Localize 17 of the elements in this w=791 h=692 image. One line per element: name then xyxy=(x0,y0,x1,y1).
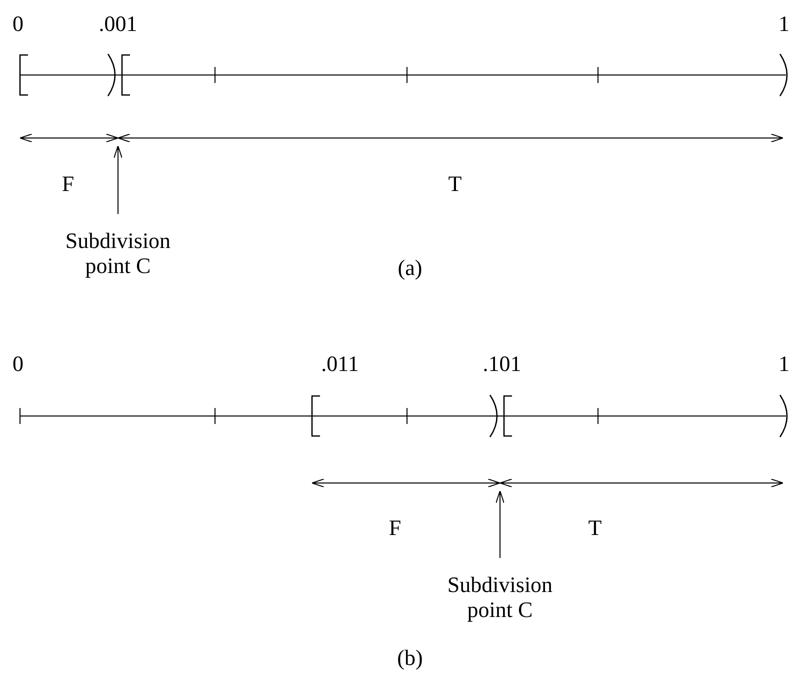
leader-line xyxy=(114,146,122,214)
tick-label: 1 xyxy=(778,352,790,376)
interval-label: T xyxy=(588,516,602,540)
tick-label: 0 xyxy=(12,352,24,376)
tick-label: .011 xyxy=(321,352,359,376)
interval-label: F xyxy=(388,516,402,540)
interval-label: F xyxy=(62,172,74,196)
tick-label: .001 xyxy=(98,12,138,36)
leader-line xyxy=(496,490,504,558)
annotation-text: Subdivision point C xyxy=(430,572,570,623)
tick-label: 1 xyxy=(778,12,790,36)
panel-label: (a) xyxy=(398,256,422,280)
interval-label: T xyxy=(448,172,462,196)
tick-label: .101 xyxy=(482,352,522,376)
panel-label: (b) xyxy=(397,646,423,670)
annotation-text: Subdivision point C xyxy=(48,228,188,279)
tick-label: 0 xyxy=(12,12,24,36)
